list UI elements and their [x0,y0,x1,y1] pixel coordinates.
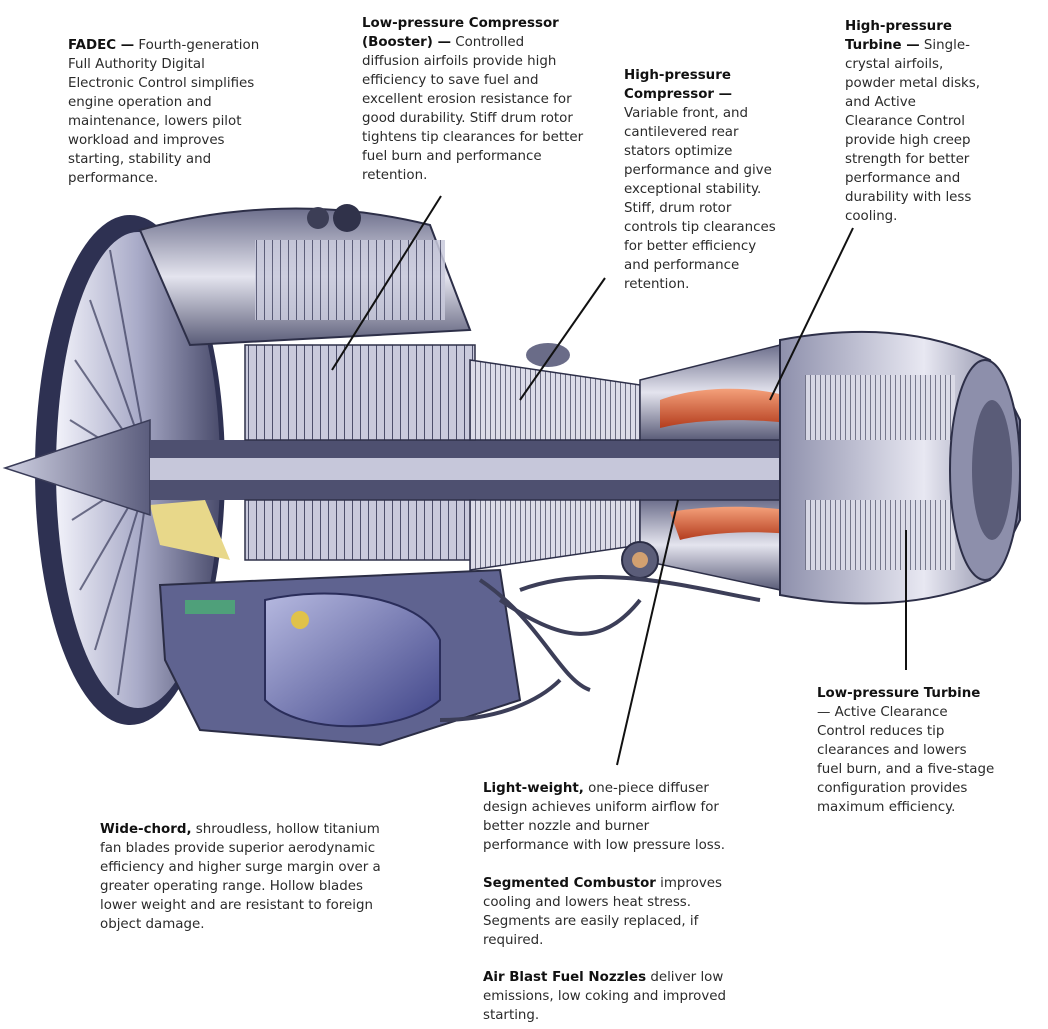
hp-compressor-lower [469,499,641,571]
segmented-combustor-lower [670,506,800,540]
lp-compressor-lower [244,499,476,561]
callout-fadec-title: FADEC — [68,38,135,53]
callout-air-blast-title: Air Blast Fuel Nozzles [483,970,647,985]
pipe-fitting [333,204,361,232]
fadec-connector [185,600,235,614]
lp-turbine-stages-lower [805,500,955,570]
callout-wide-chord: Wide-chord, shroudless, hollow titanium … [100,822,381,932]
lp-compressor-stages [244,344,476,441]
segmented-combustor-upper [660,388,800,428]
callout-lp-turbine-title: Low-pressure Turbine [817,686,981,701]
leader-line-diffuser [616,499,679,766]
callout-lp-compressor-title: Low-pressure Compressor [362,16,559,31]
callout-segmented-combustor-title: Segmented Combustor [483,876,656,891]
callout-air-blast: Air Blast Fuel Nozzles deliver low emiss… [483,970,727,1023]
callout-hp-turbine-title: High-pressure [845,19,952,34]
callout-fadec: FADEC — Fourth-generation Full Authority… [68,38,260,186]
filler-cap [291,611,309,629]
leader-lines [331,195,907,766]
callout-wide-chord-title: Wide-chord, [100,822,192,837]
fuel-nozzle-core [632,552,648,568]
callout-hp-compressor-title: High-pressure [624,68,731,83]
callout-segmented-combustor: Segmented Combustor improves cooling and… [483,876,722,948]
exhaust-cone [972,400,1012,540]
callout-lp-compressor: Low-pressure Compressor (Booster) — Cont… [362,16,584,183]
callout-lp-turbine: Low-pressure Turbine — Active Clearance … [817,686,995,815]
leader-line-hp-compressor [519,277,606,401]
lp-turbine-stages-upper [805,375,955,440]
callout-light-weight-title: Light-weight, [483,781,584,796]
callout-hp-compressor: High-pressure Compressor — Variable fron… [624,68,776,292]
yellow-fan-blade [150,500,230,560]
leader-line-lp-compressor [331,195,442,371]
booster-stator-vanes [255,240,445,320]
callout-light-weight: Light-weight, one-piece diffuser design … [483,781,726,853]
compressor-fitting [526,343,570,367]
pipe-fitting [307,207,329,229]
fuel-tank-blue [264,592,441,728]
callout-hp-turbine: High-pressure Turbine — Single- crystal … [845,19,981,224]
leader-line-hp-turbine [769,227,854,401]
hp-compressor-upper [469,359,641,441]
pipework [439,575,761,722]
